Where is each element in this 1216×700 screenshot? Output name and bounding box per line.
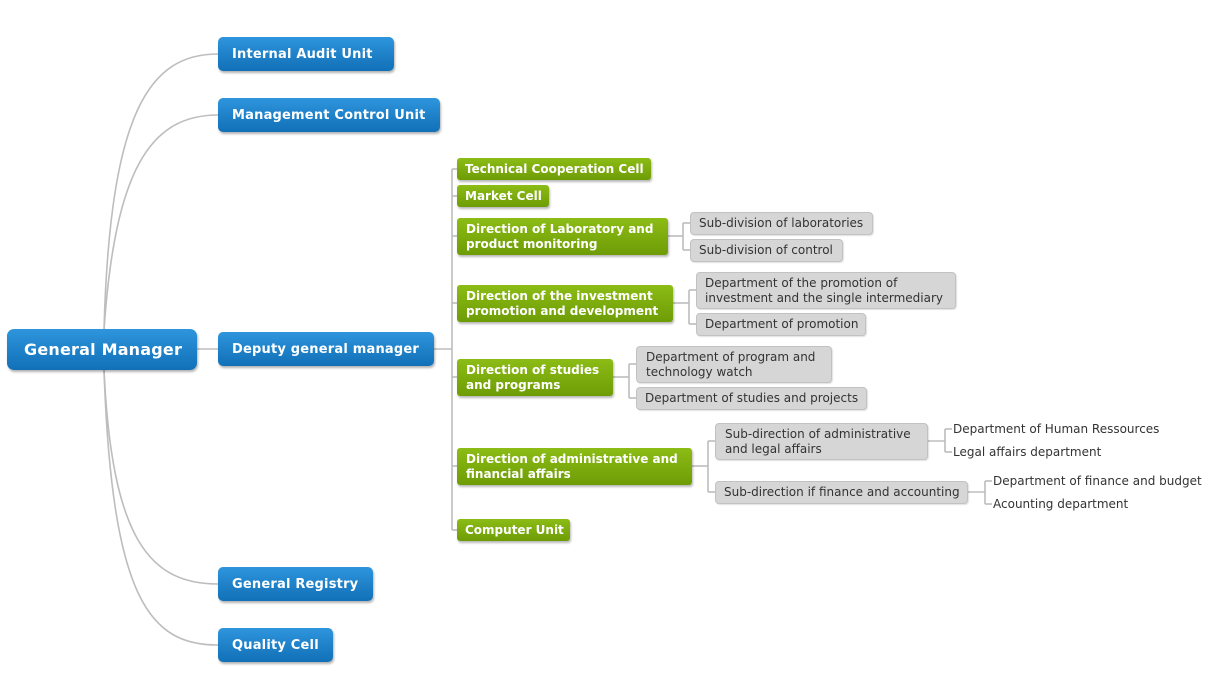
node-internal-audit-unit[interactable]: Internal Audit Unit	[218, 37, 394, 71]
node-market-cell[interactable]: Market Cell	[457, 185, 549, 207]
node-sub-direction-finance[interactable]: Sub-direction if finance and accounting	[715, 481, 968, 504]
node-direction-studies[interactable]: Direction of studies and programs	[457, 359, 613, 396]
node-sub-direction-administrative[interactable]: Sub-direction of administrative and lega…	[715, 423, 928, 460]
node-legal-affairs-department[interactable]: Legal affairs department	[953, 445, 1102, 459]
node-computer-unit[interactable]: Computer Unit	[457, 519, 570, 541]
node-direction-administrative[interactable]: Direction of administrative and financia…	[457, 448, 692, 485]
node-direction-laboratory[interactable]: Direction of Laboratory and product moni…	[457, 218, 668, 255]
node-department-human-ressources[interactable]: Department of Human Ressources	[953, 422, 1160, 436]
node-department-finance-budget[interactable]: Department of finance and budget	[993, 474, 1202, 488]
node-sub-division-control[interactable]: Sub-division of control	[690, 239, 843, 262]
node-department-promotion-investment[interactable]: Department of the promotion of investmen…	[696, 272, 956, 309]
node-management-control-unit[interactable]: Management Control Unit	[218, 98, 440, 132]
node-direction-investment[interactable]: Direction of the investment promotion an…	[457, 285, 673, 322]
node-deputy-general-manager[interactable]: Deputy general manager	[218, 332, 434, 366]
node-technical-cooperation-cell[interactable]: Technical Cooperation Cell	[457, 158, 651, 180]
node-general-registry[interactable]: General Registry	[218, 567, 373, 601]
node-department-promotion[interactable]: Department of promotion	[696, 313, 866, 336]
node-sub-division-laboratories[interactable]: Sub-division of laboratories	[690, 212, 873, 235]
node-acounting-department[interactable]: Acounting department	[993, 497, 1129, 511]
node-department-studies-projects[interactable]: Department of studies and projects	[636, 387, 867, 410]
node-general-manager[interactable]: General Manager	[7, 329, 197, 370]
node-quality-cell[interactable]: Quality Cell	[218, 628, 333, 662]
node-department-program-technology[interactable]: Department of program and technology wat…	[636, 346, 832, 383]
